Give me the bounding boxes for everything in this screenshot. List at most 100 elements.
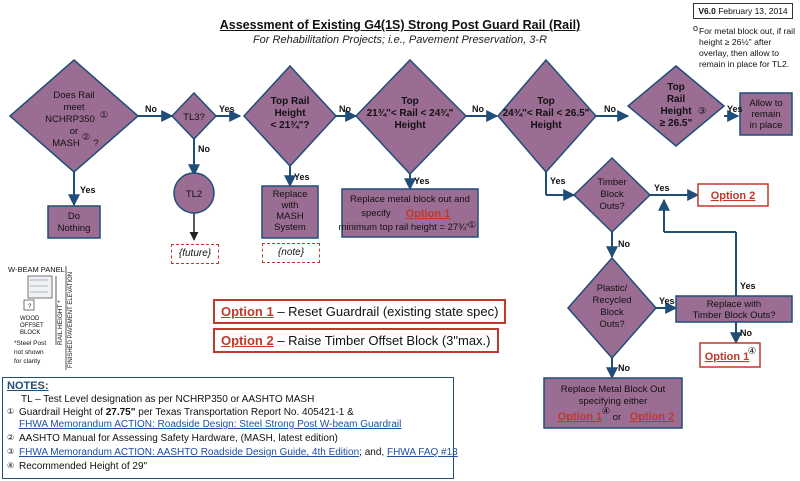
replace-timber-line0: Replace with — [707, 299, 761, 310]
d1-line5: ? — [93, 138, 98, 149]
note-5-bullet: ④ — [7, 461, 15, 470]
replace-metal-line1: Replace Metal Block Out — [561, 384, 666, 395]
diamond-rail-height-low — [242, 64, 338, 168]
label-no-2: No — [198, 144, 210, 154]
replace-block-line3: minimum top rail height = 27¾" — [339, 222, 470, 233]
label-yes-5: Yes — [550, 176, 566, 186]
d6-line2: Height — [660, 106, 692, 117]
note-2-link-text[interactable]: FHWA Memorandum ACTION: Roadside Design:… — [19, 419, 402, 430]
replace-block-line1: Replace metal block out and — [350, 194, 470, 205]
box-option2-right — [697, 183, 769, 207]
d4-line1: 21¾"< Rail < 24¾" — [367, 108, 454, 119]
option1-right-text[interactable]: Option 1 — [705, 351, 750, 363]
note-3-text: AASHTO Manual for Assessing Safety Hardw… — [19, 433, 338, 444]
d6-line3: ≥ 26.5" — [660, 118, 693, 129]
replace-mash-line0: Replace — [273, 189, 308, 200]
d1-sup2: ② — [82, 132, 91, 143]
replace-metal-option1[interactable]: Option 1 — [558, 411, 603, 423]
label-no-9: No — [740, 328, 752, 338]
diamond-rail-height-mid — [354, 58, 468, 176]
legend-option2-text: – Raise Timber Offset Block (3"max.) — [273, 333, 491, 348]
note-1: TL – Test Level designation as per NCHRP… — [21, 394, 315, 405]
page-subtitle: For Rehabilitation Projects; i.e., Pavem… — [252, 34, 548, 46]
allow-line2: in place — [750, 120, 783, 131]
diamond-timber — [572, 156, 652, 234]
note-4-link2[interactable]: FHWA FAQ #13 — [386, 447, 458, 458]
box-replace-block — [341, 188, 479, 238]
version-badge: V6.0 February 13, 2014 — [693, 3, 793, 19]
d4-line2: Height — [394, 120, 426, 131]
panel-steel-post-2: for clarity — [14, 358, 41, 365]
box-replace-timber — [675, 295, 793, 323]
panel-wbeam — [27, 275, 53, 299]
box-allow-remain — [739, 92, 793, 136]
replace-mash-line3: System — [274, 222, 306, 233]
top-note-text: For metal block out, if rail height ≥ 26… — [699, 26, 795, 69]
allow-line1: remain — [751, 109, 780, 120]
d5-line1: 24¾"< Rail < 26.5" — [503, 108, 590, 119]
allow-line0: Allow to — [749, 98, 782, 109]
d7-line2: Outs? — [599, 201, 624, 212]
replace-timber-line1: Timber Block Outs? — [692, 310, 775, 321]
tl2-circle — [173, 172, 215, 214]
d8-line3: Outs? — [599, 319, 624, 330]
note-2-bold: 27.75" — [105, 407, 136, 418]
d1-sup1: ① — [100, 110, 109, 121]
diamond-plastic — [567, 256, 657, 360]
legend-option1-label[interactable]: Option 1 — [221, 304, 274, 319]
panel-wood-block-1: OFFSET — [20, 323, 44, 329]
box-replace-metal — [543, 377, 683, 429]
label-no-5: No — [604, 104, 616, 114]
note-5: ④ Recommended Height of 29" — [7, 461, 147, 472]
d7-line1: Block — [600, 189, 623, 200]
replace-metal-sup: ④ — [602, 406, 611, 417]
option1-right-sup: ④ — [748, 346, 757, 357]
label-no-8: No — [618, 363, 630, 373]
version-date: February 13, 2014 — [718, 6, 788, 16]
note-4-mid: ; and, — [359, 447, 387, 458]
future-box: {future} — [171, 244, 219, 264]
legend-option2: Option 2 – Raise Timber Offset Block (3"… — [213, 328, 499, 353]
replace-block-line2: specify — [361, 208, 391, 219]
diamond-rail-height-high — [497, 58, 598, 174]
note-3-bullet: ② — [7, 433, 15, 442]
d1-line0: Does Rail — [53, 90, 94, 101]
svg-text:?: ? — [28, 304, 32, 310]
option2-right-text[interactable]: Option 2 — [711, 190, 756, 202]
d8-line2: Block — [600, 307, 623, 318]
legend-option1-text: – Reset Guardrail (existing state spec) — [273, 304, 499, 319]
legend-option2-label[interactable]: Option 2 — [221, 333, 274, 348]
replace-mash-line1: with — [281, 200, 299, 211]
box-replace-mash — [261, 185, 319, 239]
label-yes-3: Yes — [294, 172, 310, 182]
d4-line0: Top — [401, 96, 419, 107]
d1-line3: or — [70, 126, 78, 137]
label-yes-9: Yes — [740, 281, 756, 291]
d3-line0: Top Rail — [271, 96, 310, 107]
panel-wood-block-2: BLOCK — [20, 330, 40, 336]
replace-metal-option2[interactable]: Option 2 — [630, 411, 675, 423]
diamond-meet-nchrp — [8, 59, 140, 173]
label-yes-7: Yes — [654, 183, 670, 193]
replace-metal-line2: specifying either — [579, 396, 648, 407]
note-5-text: Recommended Height of 29" — [19, 461, 148, 472]
d6-sup: ③ — [698, 106, 707, 117]
do-nothing-line0: Do — [68, 211, 80, 222]
note-4-link1[interactable]: FHWA Memorandum ACTION: AASHTO Roadside … — [19, 447, 360, 458]
d2-text: TL3? — [183, 112, 205, 123]
d7-line0: Timber — [597, 177, 626, 188]
tl2-text: TL2 — [186, 189, 202, 200]
label-yes-1: Yes — [80, 185, 96, 195]
label-yes-8: Yes — [659, 296, 675, 306]
d1-line2: NCHRP350 — [45, 114, 95, 125]
note-2-link: FHWA Memorandum ACTION: Roadside Design:… — [19, 419, 401, 430]
notes-heading: NOTES: — [7, 380, 49, 392]
legend-option1: Option 1 – Reset Guardrail (existing sta… — [213, 299, 507, 324]
d5-line2: Height — [530, 120, 562, 131]
replace-block-option1[interactable]: Option 1 — [406, 208, 451, 220]
page-title: Assessment of Existing G4(1S) Strong Pos… — [219, 18, 581, 32]
panel-steel-post-0: *Steel Post — [14, 340, 46, 347]
